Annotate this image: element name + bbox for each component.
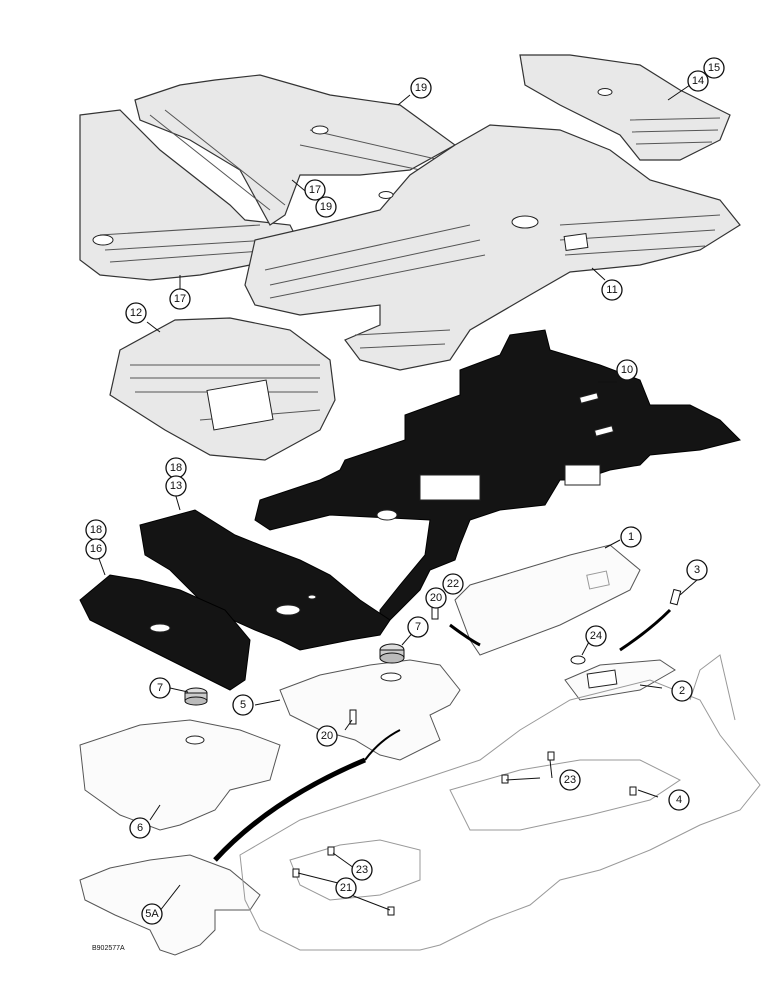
svg-text:12: 12 (130, 307, 142, 319)
callout-24: 24 (585, 625, 607, 647)
svg-text:23: 23 (356, 864, 368, 876)
svg-text:19: 19 (320, 201, 332, 213)
callout-2: 2 (671, 680, 693, 702)
svg-text:4: 4 (676, 794, 682, 806)
callout-17-lower: 17 (169, 288, 191, 310)
callout-6: 6 (129, 817, 151, 839)
callout-18-upper: 18 (165, 457, 187, 479)
callout-10: 10 (616, 359, 638, 381)
callout-19-lower: 19 (315, 196, 337, 218)
callout-7-upper: 7 (407, 616, 429, 638)
callout-22: 22 (442, 573, 464, 595)
callout-21: 21 (335, 877, 357, 899)
knob-7-upper (379, 643, 405, 664)
mat-13 (139, 509, 391, 651)
svg-text:5A: 5A (145, 908, 159, 920)
svg-text:21: 21 (340, 882, 352, 894)
callout-15: 15 (703, 57, 725, 79)
plug-24 (570, 655, 586, 665)
callout-14: 14 (687, 70, 709, 92)
svg-text:18: 18 (170, 462, 182, 474)
callout-19-top: 19 (410, 77, 432, 99)
callout-5: 5 (232, 694, 254, 716)
svg-text:5: 5 (240, 699, 246, 711)
callout-4: 4 (668, 789, 690, 811)
svg-text:1: 1 (628, 531, 634, 543)
mat-10 (254, 329, 741, 621)
callout-17-upper: 17 (304, 179, 326, 201)
svg-text:7: 7 (157, 682, 163, 694)
svg-text:3: 3 (694, 564, 700, 576)
callout-1: 1 (620, 526, 642, 548)
mat-11 (244, 124, 741, 371)
callout-20-lower: 20 (316, 725, 338, 747)
knob-7-lower (184, 687, 208, 706)
cab-floor-frame (239, 654, 761, 951)
svg-text:19: 19 (415, 82, 427, 94)
callout-3: 3 (686, 559, 708, 581)
mat-top-right-small (519, 54, 731, 161)
svg-text:14: 14 (692, 75, 704, 87)
mat-16 (79, 574, 251, 691)
callout-16: 16 (85, 538, 107, 560)
svg-text:2: 2 (679, 685, 685, 697)
callout-5a: 5A (141, 903, 163, 925)
mat-top-center (134, 74, 457, 226)
callout-18-lower: 18 (85, 519, 107, 541)
callout-20-upper: 20 (425, 587, 447, 609)
drawing-id: B902577A (92, 945, 125, 952)
callout-23-lower: 23 (351, 859, 373, 881)
svg-text:13: 13 (170, 480, 182, 492)
svg-text:16: 16 (90, 543, 102, 555)
callout-12: 12 (125, 302, 147, 324)
svg-text:24: 24 (590, 630, 602, 642)
fastener-3 (669, 588, 682, 606)
svg-text:17: 17 (309, 184, 321, 196)
plate-2 (564, 659, 676, 701)
plate-5a (79, 854, 261, 956)
svg-text:20: 20 (430, 592, 442, 604)
svg-text:10: 10 (621, 364, 633, 376)
plate-5 (279, 659, 461, 761)
callout-7-lower: 7 (149, 677, 171, 699)
svg-text:15: 15 (708, 62, 720, 74)
svg-text:23: 23 (564, 774, 576, 786)
callout-11: 11 (601, 279, 623, 301)
svg-text:6: 6 (137, 822, 143, 834)
mat-12 (109, 317, 336, 461)
svg-text:17: 17 (174, 293, 186, 305)
callout-13: 13 (165, 475, 187, 497)
fastener-20 (349, 709, 357, 725)
clips-23 (292, 751, 637, 916)
svg-text:20: 20 (321, 730, 333, 742)
svg-text:18: 18 (90, 524, 102, 536)
svg-text:11: 11 (606, 284, 617, 296)
plate-1 (454, 544, 641, 656)
svg-text:22: 22 (447, 578, 459, 590)
plate-6 (79, 719, 281, 831)
callout-23-upper: 23 (559, 769, 581, 791)
svg-text:7: 7 (415, 621, 421, 633)
